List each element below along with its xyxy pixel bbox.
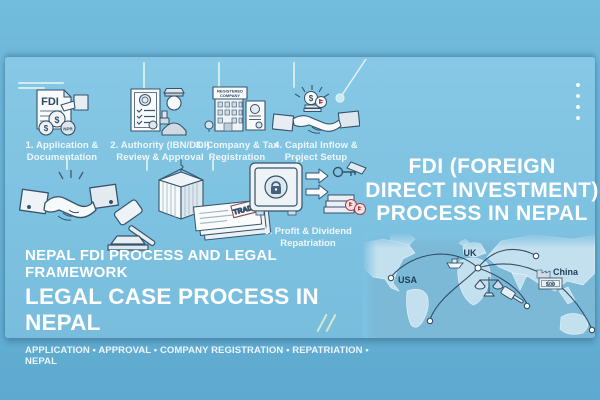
ship-icon <box>446 256 464 269</box>
step-1-label: 1. Application & Documentation <box>25 140 99 163</box>
connector-line <box>143 62 145 88</box>
dot <box>576 116 580 120</box>
step-2-authority: 2. Authority (IBN/DOI) Review & Approval <box>100 85 220 163</box>
step-5-repatriation: 5. Profit & Dividend Repatriation <box>248 161 368 249</box>
step-4-capital: $ 4. Capital Inflow & Project Setup <box>271 85 361 163</box>
step-2-label: 2. Authority (IBN/DOI) Review & Approval <box>110 140 210 163</box>
dot <box>576 105 580 109</box>
capital-inflow-icon: $ <box>271 85 361 137</box>
step-4-label: 4. Capital Inflow & Project Setup <box>274 140 358 163</box>
map-label-uk: UK <box>464 248 477 258</box>
company-registration-icon: REGISTERED COMPANY <box>189 85 285 137</box>
justice-scales-icon <box>474 277 504 297</box>
step-1-application: FDI $ $ NPR 1. Application & Documentat <box>12 85 112 163</box>
main-title: FDI (FOREIGN DIRECT INVESTMENT) PROCESS … <box>338 155 600 226</box>
dollar-coin-label: $ <box>309 94 314 103</box>
trade-documents-icon: TRADE <box>191 193 275 246</box>
currency-bill-icon: 500 <box>536 269 563 290</box>
map-label-usa: USA <box>398 275 418 285</box>
dot <box>576 94 580 98</box>
dots-decoration <box>576 83 580 127</box>
fdi-document-icon: FDI $ $ NPR <box>12 85 112 137</box>
registered-sign-line1: REGISTERED <box>217 89 243 94</box>
authority-review-icon <box>100 85 220 137</box>
dollar-coin-label: $ <box>44 124 49 133</box>
connector-line <box>293 62 295 88</box>
dot <box>576 83 580 87</box>
safe-repatriation-icon <box>248 161 368 223</box>
connector-tick <box>146 159 148 171</box>
world-map: UK USA China <box>363 233 595 338</box>
main-title-line-3: PROCESS IN NEPAL <box>376 202 588 225</box>
footer-keywords: APPLICATION • APPROVAL • COMPANY REGISTR… <box>25 345 369 367</box>
map-endpoint-dots <box>387 252 595 334</box>
decor-line <box>18 82 64 84</box>
footer-heading-small: NEPAL FDI PROCESS AND LEGAL FRAMEWORK <box>25 247 277 281</box>
npr-coin-label: NPR <box>63 127 73 132</box>
connector-tick <box>66 157 68 170</box>
step-3-label: 3. Company & Tax Registration <box>195 140 279 163</box>
connector-tick <box>212 159 214 171</box>
map-label-china: China <box>553 267 579 277</box>
decor-diagonal-line <box>335 59 367 103</box>
main-panel: FDI $ $ NPR 1. Application & Documentat <box>5 57 598 367</box>
mini-gavel-icon <box>500 286 524 304</box>
step-5-label: 5. Profit & Dividend Repatriation <box>264 226 352 249</box>
footer-text-block: NEPAL FDI PROCESS AND LEGAL FRAMEWORK LE… <box>25 247 375 367</box>
step-3-registration: REGISTERED COMPANY <box>189 85 285 163</box>
decor-line <box>18 87 45 89</box>
connector-line <box>218 62 220 88</box>
main-title-line-1: FDI (FOREIGN <box>408 155 556 178</box>
bill-500-label: 500 <box>546 282 555 288</box>
footer-heading-large: LEGAL CASE PROCESS IN NEPAL <box>25 284 319 335</box>
main-title-line-2: DIRECT INVESTMENT) <box>365 178 599 202</box>
fdi-label: FDI <box>41 96 59 108</box>
gavel-icon <box>107 197 167 258</box>
registered-sign-line2: COMPANY <box>220 93 240 98</box>
handshake-icon <box>18 169 120 236</box>
dollar-coin-label: $ <box>54 115 59 125</box>
